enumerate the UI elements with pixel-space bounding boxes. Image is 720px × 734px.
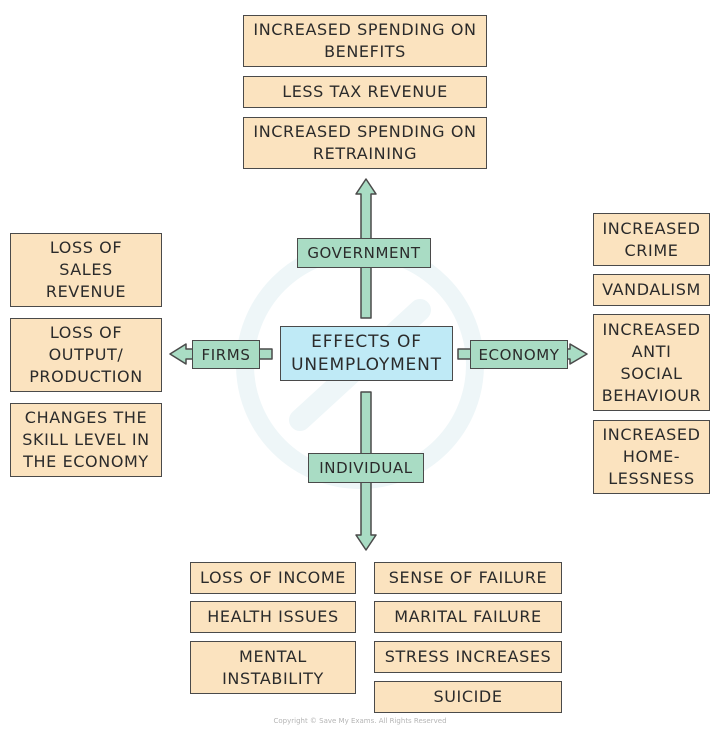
effect-increased-spending-on-retraining: INCREASED SPENDING ON RETRAINING: [243, 117, 487, 169]
category-economy: ECONOMY: [470, 340, 568, 369]
category-government: GOVERNMENT: [297, 238, 431, 268]
effect-vandalism: VANDALISM: [593, 274, 710, 306]
effect-loss-of-output-production: LOSS OF OUTPUT/ PRODUCTION: [10, 318, 162, 392]
effect-marital-failure: MARITAL FAILURE: [374, 601, 562, 633]
effect-sense-of-failure: SENSE OF FAILURE: [374, 562, 562, 594]
effect-suicide: SUICIDE: [374, 681, 562, 713]
effect-mental-instability: MENTAL INSTABILITY: [190, 641, 356, 694]
effect-changes-skill-level: CHANGES THE SKILL LEVEL IN THE ECONOMY: [10, 403, 162, 477]
effect-loss-of-sales-revenue: LOSS OF SALES REVENUE: [10, 233, 162, 307]
category-individual: INDIVIDUAL: [308, 453, 424, 483]
effect-increased-crime: INCREASED CRIME: [593, 213, 710, 266]
category-firms: FIRMS: [192, 340, 260, 369]
center-effects-of-unemployment: EFFECTS OF UNEMPLOYMENT: [280, 326, 453, 381]
copyright-notice: Copyright © Save My Exams. All Rights Re…: [273, 717, 447, 725]
effect-health-issues: HEALTH ISSUES: [190, 601, 356, 633]
effect-increased-homelessness: INCREASED HOME- LESSNESS: [593, 420, 710, 494]
effect-loss-of-income: LOSS OF INCOME: [190, 562, 356, 594]
effect-increased-spending-on-benefits: INCREASED SPENDING ON BENEFITS: [243, 15, 487, 67]
effect-increased-anti-social-behaviour: INCREASED ANTI SOCIAL BEHAVIOUR: [593, 314, 710, 411]
effect-stress-increases: STRESS INCREASES: [374, 641, 562, 673]
effect-less-tax-revenue: LESS TAX REVENUE: [243, 76, 487, 108]
